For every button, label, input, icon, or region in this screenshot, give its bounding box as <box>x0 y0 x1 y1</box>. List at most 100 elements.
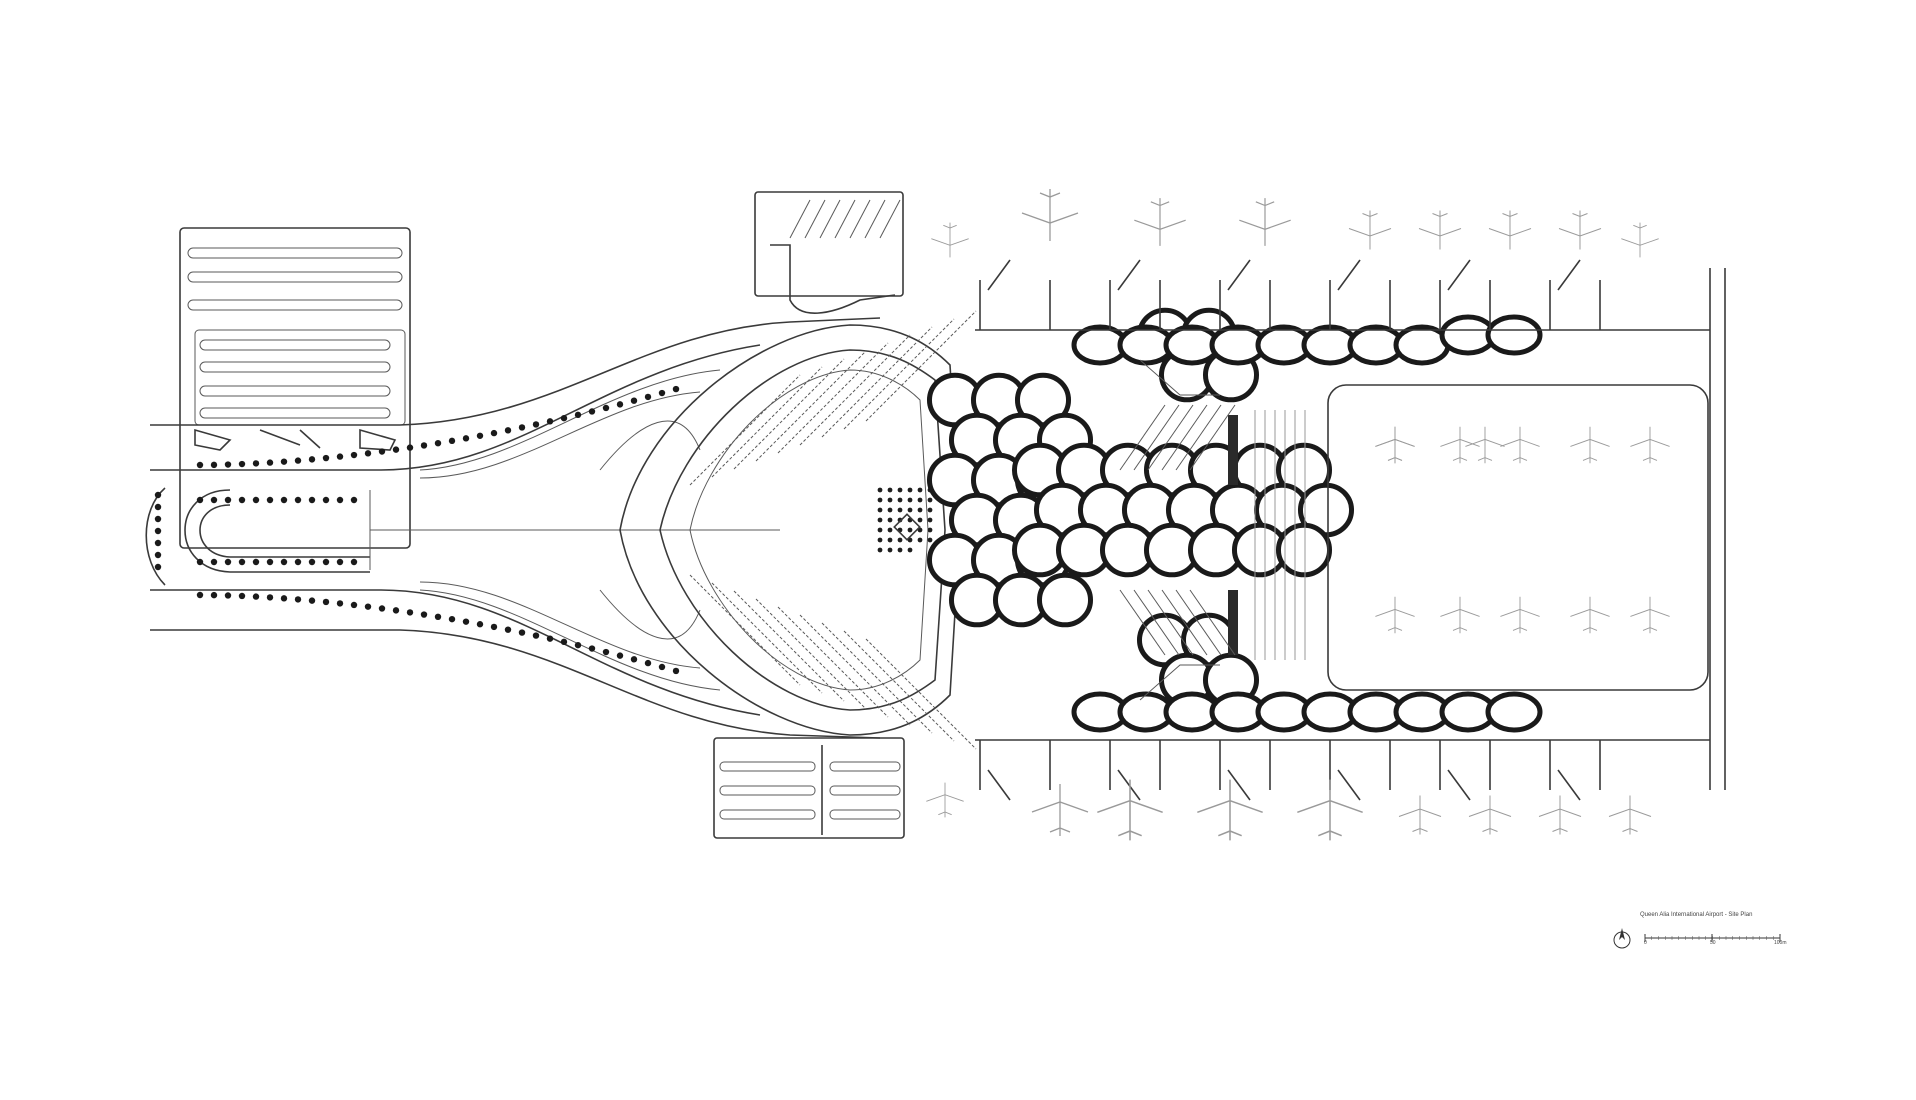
jet-bridge <box>1447 259 1471 291</box>
vehicle <box>887 517 893 523</box>
tree <box>364 450 372 457</box>
tree <box>560 414 568 422</box>
aircraft <box>1558 210 1602 250</box>
parking-row <box>829 809 901 820</box>
hatch-line <box>1175 589 1222 656</box>
jet-bridge <box>1557 769 1581 801</box>
vehicle <box>907 507 913 513</box>
hatch-line <box>1161 404 1208 471</box>
aircraft <box>1418 210 1462 250</box>
parking-bay-row <box>821 326 933 438</box>
vehicle <box>897 497 903 503</box>
tree <box>434 439 442 447</box>
hatch-line <box>1175 404 1222 471</box>
parking-bay-row <box>689 374 801 486</box>
parking-bay-row <box>755 598 867 710</box>
tree <box>154 527 162 535</box>
tree <box>448 615 456 623</box>
tree <box>588 408 596 415</box>
jet-bridge <box>987 259 1011 291</box>
tree <box>504 427 512 434</box>
tree <box>350 558 358 566</box>
tree <box>518 424 526 431</box>
drawing-title: Queen Alia International Airport - Site … <box>1640 912 1753 918</box>
tree <box>196 558 204 566</box>
tree <box>196 461 204 469</box>
vehicle <box>927 507 933 513</box>
vehicle <box>927 537 933 543</box>
vehicle <box>897 507 903 513</box>
tree <box>602 648 610 656</box>
tree <box>308 496 316 504</box>
pier-shell <box>1485 314 1543 356</box>
aircraft <box>1569 426 1611 464</box>
vehicle <box>887 527 893 533</box>
tree <box>238 460 246 468</box>
jet-bridge <box>1117 769 1141 801</box>
aircraft <box>1096 778 1164 842</box>
vehicle <box>907 497 913 503</box>
parking-row <box>187 299 403 311</box>
tree <box>490 623 498 631</box>
hatch-line <box>789 199 811 239</box>
hatch-line <box>849 199 871 239</box>
tree <box>294 558 302 566</box>
jet-bridge <box>987 769 1011 801</box>
tree <box>196 591 204 599</box>
tree <box>224 592 232 599</box>
tree <box>490 429 498 437</box>
parking-row <box>719 809 816 820</box>
tree <box>546 418 554 425</box>
tree <box>364 603 372 610</box>
vehicle <box>917 507 923 513</box>
vehicle <box>917 487 923 493</box>
aircraft <box>1196 778 1264 842</box>
tree <box>210 591 218 599</box>
parking-bay-row <box>843 318 955 430</box>
jet-bridge <box>1337 259 1361 291</box>
vehicle <box>897 547 903 553</box>
vehicle <box>877 487 883 493</box>
tree <box>420 611 428 618</box>
vehicle <box>887 497 893 503</box>
parking-bay-row <box>777 342 889 454</box>
aircraft <box>1133 197 1187 247</box>
jet-bridge <box>1557 259 1581 291</box>
tree <box>154 491 162 499</box>
tree <box>336 558 344 566</box>
tree <box>658 663 666 671</box>
service-block-north <box>754 191 904 314</box>
parking-row <box>199 407 391 419</box>
tree <box>154 503 162 511</box>
aircraft <box>1464 426 1506 464</box>
hatch-line <box>1189 589 1236 656</box>
tree <box>574 641 582 649</box>
tree <box>420 442 428 449</box>
north-arrow-icon <box>1619 928 1625 940</box>
vehicle <box>877 507 883 513</box>
hatch-line <box>1189 404 1236 471</box>
tree <box>630 397 638 404</box>
aircraft <box>1538 795 1582 835</box>
tree <box>560 638 568 646</box>
tree <box>406 609 414 616</box>
tree <box>378 448 386 455</box>
aircraft <box>1348 210 1392 250</box>
tree <box>392 446 400 453</box>
parking-row <box>829 761 901 772</box>
vehicle <box>887 487 893 493</box>
jet-bridge <box>1227 259 1251 291</box>
parking-row <box>187 271 403 283</box>
parking-bay-row <box>843 630 955 742</box>
parking-row <box>199 339 391 351</box>
tree <box>196 496 204 504</box>
vehicle <box>927 497 933 503</box>
canopy-shell <box>1275 522 1333 578</box>
tree <box>252 460 260 467</box>
tree <box>154 563 162 571</box>
vehicle <box>907 547 913 553</box>
tree <box>644 659 652 667</box>
tree <box>266 594 274 601</box>
tree <box>448 437 456 445</box>
approach-road <box>145 317 881 739</box>
